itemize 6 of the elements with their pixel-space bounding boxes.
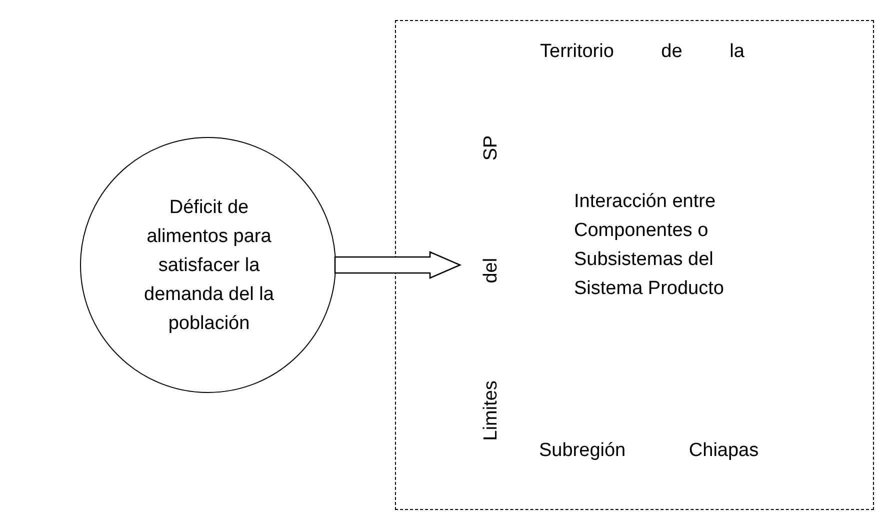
boundary-label: Subregión Chiapas [539, 439, 760, 463]
block-arrow [334, 251, 462, 279]
center-text: Interacción entre Componentes o Subsistemas del Sistema Producto [574, 190, 725, 301]
boundary-label: Territorio de la [540, 40, 746, 64]
circle-text: Déficit de alimentos para satisfacer la demanda del la población [143, 196, 275, 336]
boundary-label: Limites del SP [480, 134, 502, 443]
